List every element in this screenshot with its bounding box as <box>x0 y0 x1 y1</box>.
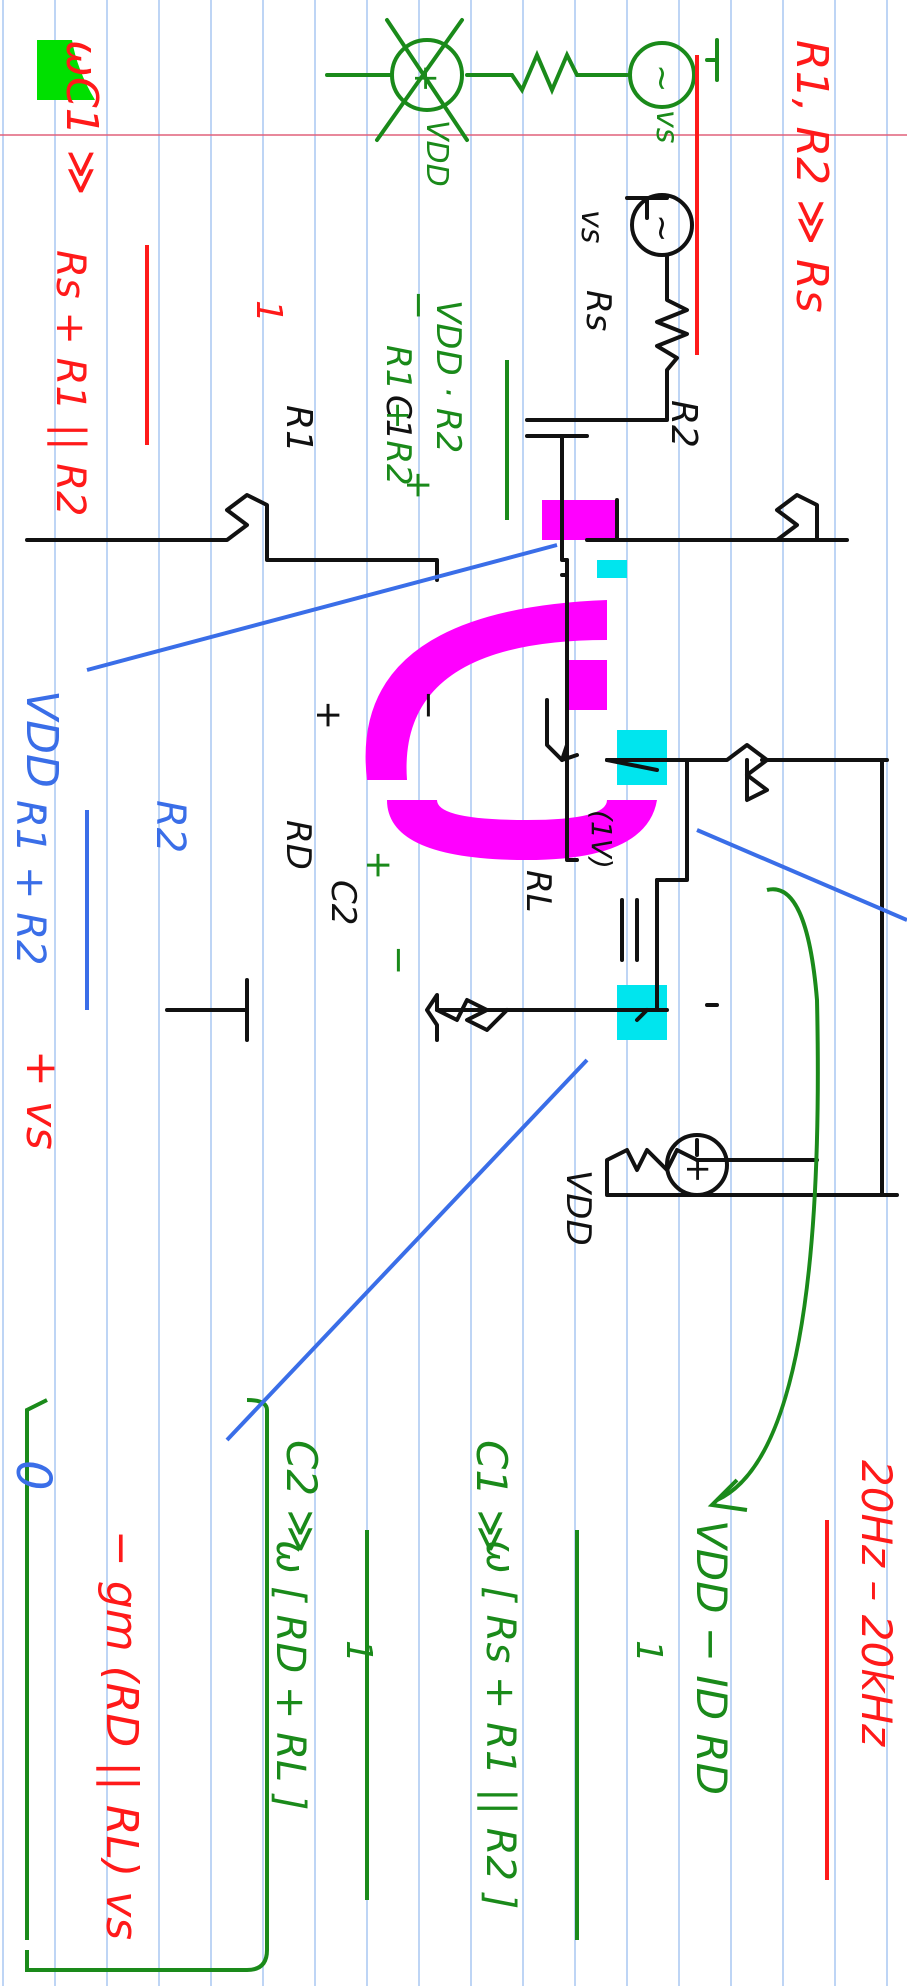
label-c2-minus: − <box>378 945 419 975</box>
label-c1-minus: − <box>398 290 439 320</box>
green-notes: VDD · R2 R1 + R2 VDD − ID RD C1 ≫ 1 ω [ … <box>25 300 820 1972</box>
note-omega-c1: ωC1 ≫ <box>56 40 107 196</box>
top-vdd: VDD <box>419 120 454 187</box>
note-c2-cond: C2 ≫ <box>277 1440 326 1553</box>
label-r2: R2 <box>663 400 704 448</box>
top-sketch <box>325 18 719 142</box>
circuit-labels: ~ vs Rs C1 + − R1 R2 RD + − C2 + − RL (1… <box>278 210 718 1246</box>
note-gate-bias-plus-vs: + vs <box>16 1050 67 1150</box>
label-lv: (1V) <box>585 810 618 869</box>
note-r1r2-cond: R1, R2 ≫ Rs <box>786 40 837 313</box>
note-c2-cond-num: 1 <box>338 1640 379 1663</box>
note-output-zero: 0 <box>5 1460 61 1491</box>
note-output-eq: − gm (RD || RL) vs <box>96 1530 147 1940</box>
note-c1-cond: C1 ≫ <box>467 1440 516 1553</box>
label-vs: vs <box>574 210 609 243</box>
label-rd-minus: − <box>408 690 449 720</box>
label-r1: R1 <box>278 405 319 453</box>
note-omega-c1-num: 1 <box>248 300 289 323</box>
top-vs: vs <box>649 110 684 143</box>
label-c2: C2 <box>323 880 363 925</box>
note-gate-bias-lhs: VDD · <box>16 690 67 816</box>
top-src-symbol: ~ <box>642 64 682 93</box>
note-vdd-div-den: R1 + R2 <box>378 345 418 486</box>
label-rd-plus: + <box>308 700 349 730</box>
label-c1: C1 <box>378 395 418 440</box>
note-gate-bias-num: R2 <box>147 800 193 853</box>
label-rd: RD <box>278 820 318 870</box>
vdd-symbol: + <box>678 1155 718 1184</box>
note-c2-cond-den: ω [ RD + RL ] <box>267 1540 313 1810</box>
note-c1-cond-den: ω [ Rs + R1 || R2 ] <box>477 1540 523 1909</box>
note-c1-cond-num: 1 <box>628 1640 669 1663</box>
red-notes: ωC1 ≫ 1 Rs + R1 || R2 R1, R2 ≫ Rs 20Hz –… <box>16 40 901 1940</box>
label-c1-plus: + <box>398 470 439 500</box>
top-vdd-symbol: + <box>406 64 446 93</box>
label-rl: RL <box>518 870 558 913</box>
note-freq-range: 20Hz – 20kHz <box>852 1460 901 1747</box>
note-drain-bias: VDD − ID RD <box>687 1520 736 1795</box>
label-c2-plus: + <box>358 850 399 880</box>
note-gate-bias-den: R1 + R2 <box>7 800 53 965</box>
label-vdd: VDD <box>558 1170 598 1246</box>
note-vdd-div-num: VDD · R2 <box>428 300 468 453</box>
note-omega-c1-den: Rs + R1 || R2 <box>47 250 93 516</box>
top-sketch-labels: ~ vs + VDD <box>406 64 684 187</box>
label-rs: Rs <box>578 290 618 331</box>
main-circuit <box>25 193 899 1197</box>
src-symbol: ~ <box>642 214 682 243</box>
blue-notes: VDD · R2 R1 + R2 0 <box>5 543 907 1491</box>
